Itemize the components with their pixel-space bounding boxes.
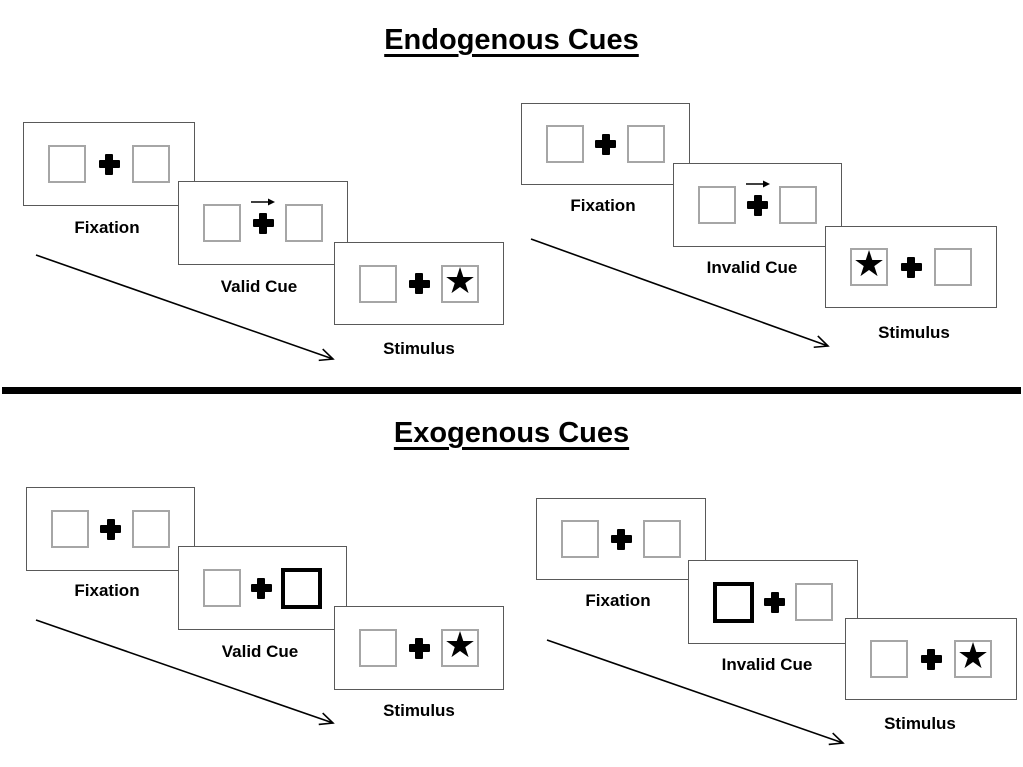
cue-box-left xyxy=(713,581,754,623)
sequence-arrow xyxy=(35,254,335,362)
panel-label-fixation: Fixation xyxy=(74,218,140,237)
target-box-right: ★ xyxy=(441,625,479,667)
target-box-right: ★ xyxy=(441,260,479,303)
fixation-cross-icon xyxy=(595,133,616,155)
panel-label-stimulus: Stimulus xyxy=(383,701,455,720)
placeholder-box-left xyxy=(698,186,736,224)
panel-fixation xyxy=(521,103,690,185)
right-arrow-icon xyxy=(251,198,275,205)
fixation-cross-icon xyxy=(920,648,942,670)
right-arrow-icon xyxy=(745,180,770,187)
fixation-cross-icon xyxy=(252,212,274,234)
panel-label-stimulus: Stimulus xyxy=(884,714,956,733)
fixation-cross-icon xyxy=(764,591,785,613)
star-icon: ★ xyxy=(443,260,477,302)
placeholder-box-right xyxy=(285,204,323,242)
placeholder-box-left xyxy=(51,510,89,548)
placeholder-box-left xyxy=(561,520,599,558)
placeholder-box-right xyxy=(132,510,170,548)
panel-stimulus: ★ xyxy=(334,242,504,325)
placeholder-box-right xyxy=(627,125,665,163)
placeholder-box-right xyxy=(795,583,833,621)
sequence-arrow xyxy=(546,639,845,746)
fixation-cross-icon xyxy=(100,518,121,540)
panel-stimulus: ★ xyxy=(845,618,1017,700)
placeholder-box-right xyxy=(934,248,972,286)
panel-label-valid-cue: Valid Cue xyxy=(221,642,299,661)
panel-invalid-cue xyxy=(673,163,842,247)
panel-label-fixation: Fixation xyxy=(585,591,651,610)
placeholder-box-left xyxy=(870,640,908,678)
fixation-cross-icon xyxy=(250,577,272,599)
panel-label-stimulus: Stimulus xyxy=(878,323,950,342)
placeholder-box-left xyxy=(48,145,86,183)
placeholder-box-left xyxy=(546,125,584,163)
star-icon: ★ xyxy=(443,625,477,666)
panel-label-invalid-cue: Invalid Cue xyxy=(706,258,798,277)
section-divider xyxy=(2,387,1021,394)
fixation-cross-icon xyxy=(408,273,430,294)
cue-box-right xyxy=(281,567,322,609)
panel-valid-cue xyxy=(178,181,348,265)
panel-label-fixation: Fixation xyxy=(570,196,636,215)
panel-label-invalid-cue: Invalid Cue xyxy=(721,655,813,674)
fixation-cross-icon xyxy=(900,256,922,278)
panel-invalid-cue xyxy=(688,560,858,644)
fixation-cross-icon xyxy=(747,194,768,216)
panel-stimulus: ★ xyxy=(334,606,504,690)
placeholder-box-left xyxy=(359,629,397,667)
fixation-cross-icon xyxy=(408,637,430,659)
panel-fixation xyxy=(26,487,195,571)
placeholder-box-left xyxy=(203,569,241,607)
fixation-cross-icon xyxy=(610,528,632,550)
target-box-right: ★ xyxy=(954,636,992,678)
panel-label-fixation: Fixation xyxy=(74,581,140,600)
panel-fixation xyxy=(536,498,706,580)
sequence-arrow xyxy=(530,238,830,349)
panel-fixation xyxy=(23,122,195,206)
panel-label-stimulus: Stimulus xyxy=(383,339,455,358)
star-icon: ★ xyxy=(956,636,990,677)
placeholder-box-left xyxy=(359,264,397,303)
panel-valid-cue xyxy=(178,546,347,630)
placeholder-box-right xyxy=(779,186,817,224)
panel-label-valid-cue: Valid Cue xyxy=(220,277,298,296)
panel-stimulus: ★ xyxy=(825,226,997,308)
sequence-arrow xyxy=(35,619,335,726)
placeholder-box-right xyxy=(643,520,681,558)
placeholder-box-right xyxy=(132,145,170,183)
section-title-endogenous: Endogenous Cues xyxy=(384,24,639,56)
placeholder-box-left xyxy=(203,204,241,242)
target-box-left: ★ xyxy=(850,244,888,286)
section-title-exogenous: Exogenous Cues xyxy=(393,417,630,449)
fixation-cross-icon xyxy=(98,153,120,175)
star-icon: ★ xyxy=(852,244,886,285)
